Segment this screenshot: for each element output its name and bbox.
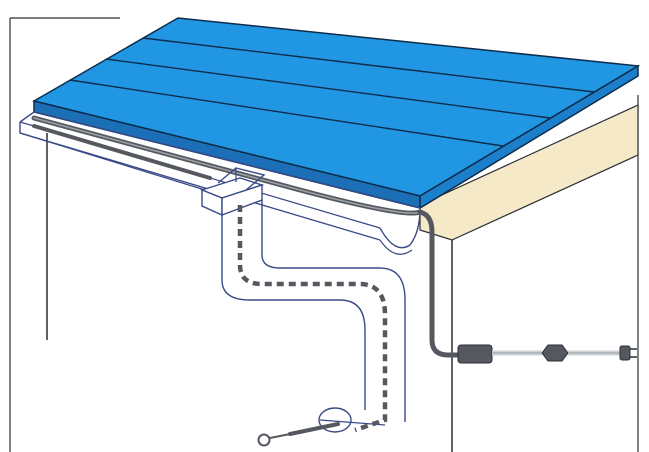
- roof: [32, 17, 641, 210]
- roof-side-edge: [419, 64, 639, 210]
- fascia-board: [419, 104, 639, 241]
- roof-seam-3: [69, 79, 504, 147]
- downspout-outlet: [199, 167, 266, 217]
- inline-connector: [541, 344, 569, 362]
- roof-seam-2: [105, 58, 551, 119]
- power-junction-box: [457, 344, 493, 364]
- power-lead: [417, 209, 637, 364]
- roof-seam-1: [142, 37, 595, 93]
- heating-cable-downspout-run: [237, 205, 388, 447]
- cable-end-terminal: [257, 433, 271, 447]
- gutter: [19, 111, 421, 255]
- downspout: [221, 200, 406, 433]
- heating-cable-gutter-run: [31, 115, 423, 216]
- plug-body: [619, 345, 631, 361]
